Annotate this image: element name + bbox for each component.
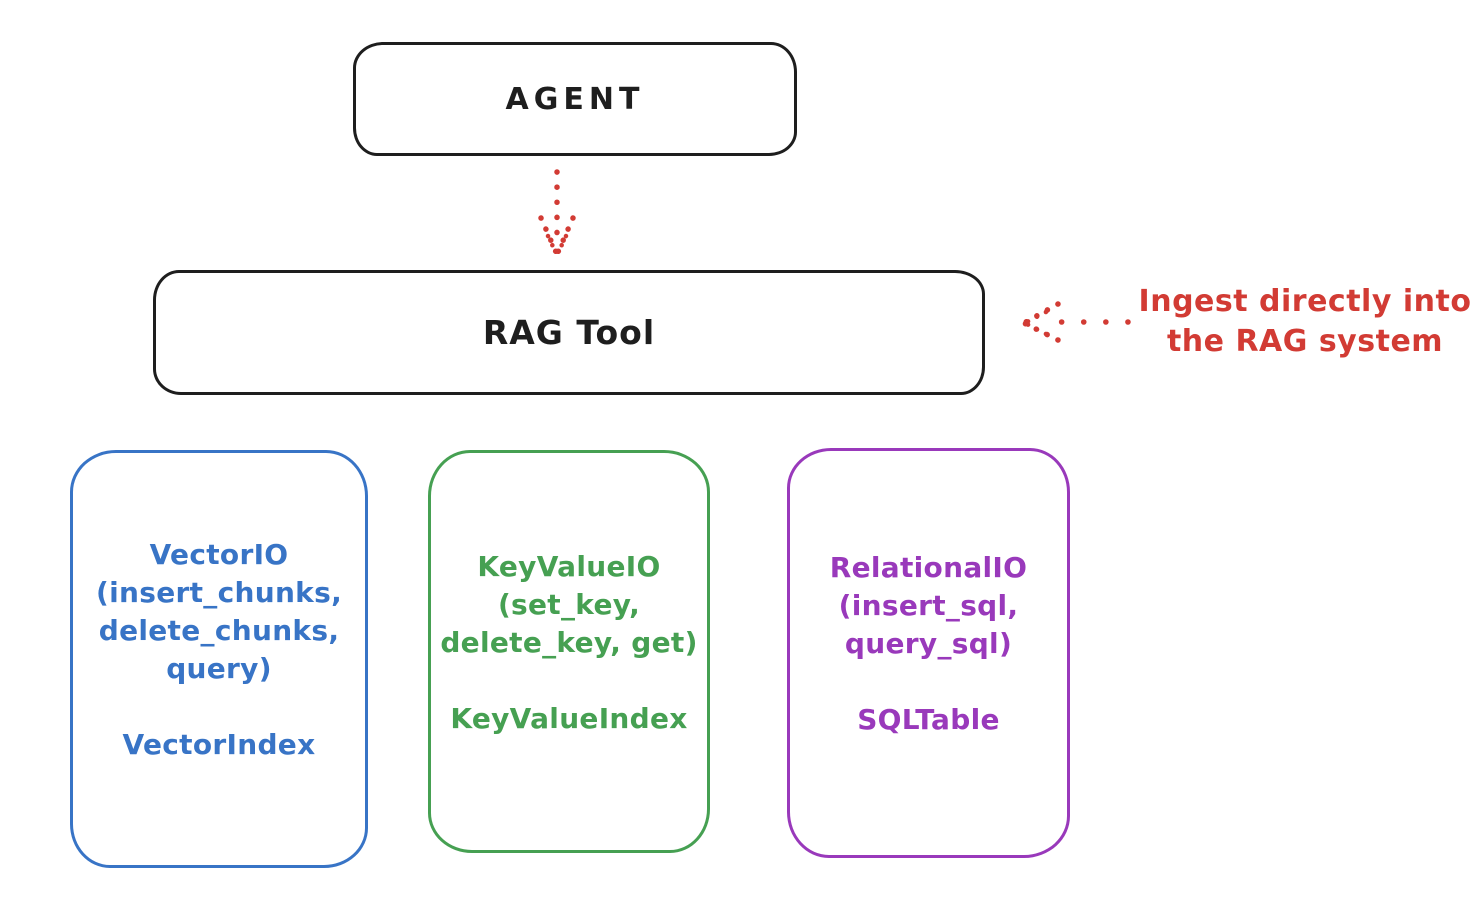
store-box-vector-io: VectorIO (insert_chunks, delete_chunks, … <box>70 450 368 868</box>
rag-tool-box: RAG Tool <box>153 270 985 395</box>
store-box-relational-io: RelationalIO (insert_sql, query_sql) SQL… <box>787 448 1070 858</box>
store-methods-line: query_sql) <box>844 627 1013 660</box>
store-index-label: SQLTable <box>857 703 1000 736</box>
store-relational-io-text: RelationalIO (insert_sql, query_sql) SQL… <box>830 549 1028 739</box>
store-title-line: VectorIO <box>149 538 289 571</box>
store-methods-line: (insert_sql, <box>838 589 1019 622</box>
store-methods-line: (set_key, <box>497 587 641 621</box>
store-title-line: KeyValueIO <box>477 549 661 583</box>
store-methods-line: (insert_chunks, <box>96 576 342 609</box>
store-title-line: RelationalIO <box>829 551 1028 584</box>
store-methods-line: delete_chunks, <box>98 614 340 647</box>
ingest-annotation-line2: the RAG system <box>1166 324 1444 359</box>
store-methods-line: query) <box>166 652 272 685</box>
agent-box: AGENT <box>353 42 797 156</box>
agent-to-rag-arrow-icon <box>538 169 576 256</box>
store-index-label: KeyValueIndex <box>450 701 688 735</box>
store-box-key-value-io: KeyValueIO (set_key, delete_key, get) Ke… <box>428 450 710 853</box>
agent-label: AGENT <box>505 81 645 117</box>
store-vector-io-text: VectorIO (insert_chunks, delete_chunks, … <box>96 536 342 764</box>
store-key-value-io-text: KeyValueIO (set_key, delete_key, get) Ke… <box>440 548 697 738</box>
store-index-label: VectorIndex <box>122 728 316 761</box>
rag-tool-label: RAG Tool <box>482 313 656 352</box>
annotation-to-rag-arrow-icon <box>1021 301 1131 343</box>
ingest-annotation-line1: Ingest directly into <box>1138 284 1472 319</box>
store-methods-line: delete_key, get) <box>440 625 698 659</box>
ingest-annotation: Ingest directly into the RAG system <box>1130 282 1480 362</box>
